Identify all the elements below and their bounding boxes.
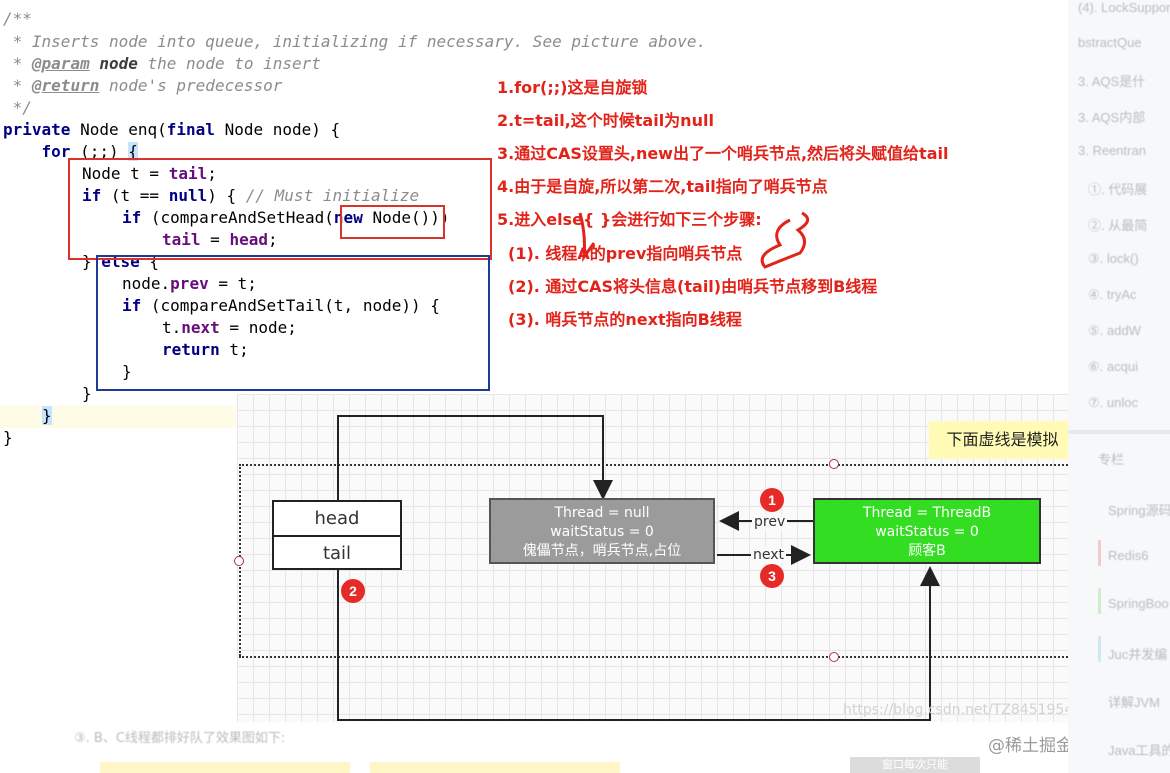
sentinel-node: Thread = null waitStatus = 0 傀儡节点，哨兵节点,占…: [489, 498, 715, 564]
code-line-2: * Inserts node into queue, initializing …: [3, 32, 707, 51]
toc-item[interactable]: ⑥. acqui: [1088, 359, 1138, 374]
toc-item[interactable]: ①. 代码展: [1088, 182, 1148, 197]
code-line-7: for (;;) {: [41, 142, 138, 161]
step-badge-3: 3: [760, 564, 784, 588]
csdn-url-watermark: https://blog.csdn.net/TZ845195485: [843, 702, 1092, 718]
code-line-6: private Node enq(final Node node) {: [3, 120, 341, 139]
code-line-5: */: [3, 98, 32, 117]
new-node-red-box: [340, 205, 445, 239]
code-line-14: if (compareAndSetTail(t, node)) {: [122, 296, 440, 315]
column-color-bar: [1098, 636, 1101, 662]
code-line-17: }: [122, 362, 132, 381]
prev-label: prev: [752, 514, 788, 530]
annotation-5-1: (1). 线程A的prev指向哨兵节点: [508, 244, 743, 263]
current-line-highlight: [0, 406, 236, 428]
head-cell: head: [274, 502, 400, 537]
aqs-queue-diagram: 下面虚线是模拟 head tail Thread = null waitStat…: [234, 394, 1068, 722]
toc-item[interactable]: ④. tryAc: [1088, 287, 1137, 302]
step-badge-2: 2: [341, 579, 365, 603]
sidebar-divider: [1068, 430, 1170, 434]
toc-item[interactable]: ③. lock(): [1088, 251, 1139, 266]
toc-item[interactable]: ②. 从最简: [1088, 218, 1148, 233]
column-heading: 专栏: [1098, 452, 1125, 467]
code-line-18: }: [82, 384, 92, 403]
code-line-13: node.prev = t;: [122, 274, 257, 293]
code-line-3: * @param node the node to insert: [3, 54, 321, 73]
column-item[interactable]: SpringBoo: [1108, 596, 1169, 611]
else-block-blue-box: [96, 255, 490, 391]
toc-item[interactable]: 3. AQS是什: [1078, 74, 1146, 89]
threadb-node: Thread = ThreadB waitStatus = 0 顾客B: [813, 498, 1041, 564]
code-line-1: /**: [3, 9, 32, 28]
step-badge-1: 1: [760, 488, 784, 512]
column-item[interactable]: Juc并发编: [1108, 647, 1168, 662]
toc-item[interactable]: (4). LockSupport: [1078, 0, 1170, 15]
next-image-strip-2: [370, 762, 620, 773]
init-block-red-box: [68, 158, 492, 260]
resize-handle-top: [829, 459, 839, 469]
column-item[interactable]: Spring源码: [1108, 503, 1170, 518]
dashed-line-note: 下面虚线是模拟: [929, 421, 1068, 459]
dotted-top-line: [239, 464, 1068, 466]
code-line-15: t.next = node;: [162, 318, 297, 337]
toc-sidebar: (4). LockSupport bstractQue 3. AQS是什 3. …: [1068, 0, 1170, 773]
column-item[interactable]: 详解JVM: [1108, 695, 1161, 710]
annotation-5: 5.进入else{ }会进行如下三个步骤:: [497, 210, 762, 229]
annotation-5-3: (3). 哨兵节点的next指向B线程: [508, 310, 742, 329]
annotation-2: 2.t=tail,这个时候tail为null: [497, 111, 714, 130]
toc-item[interactable]: 3. AQS内部: [1078, 110, 1146, 125]
next-image-button: 窗口每次只能: [850, 757, 980, 773]
annotation-3: 3.通过CAS设置头,new出了一个哨兵节点,然后将头赋值给tail: [497, 144, 949, 163]
resize-handle-left: [234, 556, 244, 566]
resize-handle-bottom: [829, 652, 839, 662]
head-tail-box: head tail: [272, 500, 402, 570]
code-line-19: }: [42, 406, 52, 425]
toc-item[interactable]: ⑦. unloc: [1088, 395, 1138, 410]
dotted-bottom-line: [239, 656, 1068, 658]
code-line-11: tail = head;: [162, 230, 278, 249]
next-image-strip-1: [100, 762, 350, 773]
column-item[interactable]: Java工具的: [1108, 743, 1170, 758]
code-line-9: if (t == null) { // Must initialize: [82, 186, 420, 205]
article-bullet: ③. B、C线程都排好队了效果图如下:: [74, 731, 286, 746]
toc-item[interactable]: 3. Reentran: [1078, 143, 1146, 158]
toc-item[interactable]: ⑤. addW: [1088, 323, 1141, 338]
toc-item[interactable]: bstractQue: [1078, 35, 1142, 50]
column-color-bar: [1098, 540, 1101, 566]
annotation-5-2: (2). 通过CAS将头信息(tail)由哨兵节点移到B线程: [508, 277, 878, 296]
annotation-1: 1.for(;;)这是自旋锁: [497, 78, 648, 97]
annotation-4: 4.由于是自旋,所以第二次,tail指向了哨兵节点: [497, 177, 828, 196]
column-color-bar: [1098, 588, 1101, 614]
column-item[interactable]: Redis6: [1108, 548, 1149, 563]
code-line-8: Node t = tail;: [82, 164, 217, 183]
code-line-20: }: [3, 428, 13, 447]
scribble-marks: [578, 211, 810, 269]
next-label: next: [751, 547, 787, 563]
code-line-16: return t;: [162, 340, 249, 359]
code-line-4: * @return node's predecessor: [3, 76, 283, 95]
tail-cell: tail: [322, 543, 352, 564]
